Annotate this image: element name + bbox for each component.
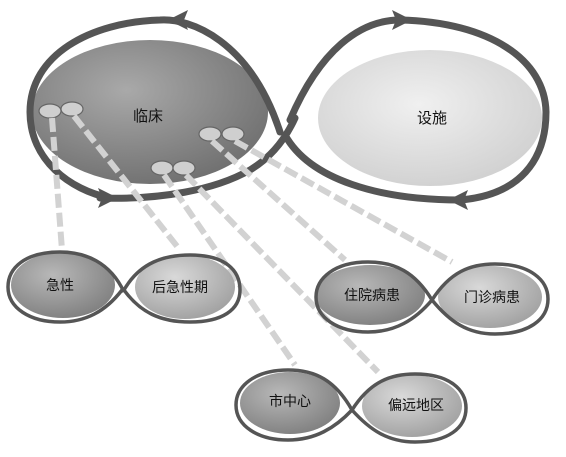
patient-loop-right (430, 262, 550, 336)
connector-outpatient (233, 138, 454, 265)
acute-loop: 急性 后急性期 (6, 250, 242, 324)
main-loop-top-left-arc (26, 16, 284, 202)
node-acute-b (60, 101, 84, 117)
postacute-label: 后急性期 (152, 280, 208, 296)
acute-label: 急性 (46, 278, 74, 294)
facility-ellipse (318, 50, 542, 186)
acute-loop-left (6, 250, 126, 324)
connector-acute (49, 117, 65, 251)
main-loop: 临床 设施 (26, 10, 550, 210)
patient-loop-left (314, 260, 434, 334)
connectors (49, 114, 454, 375)
arrow-head-top-left (168, 10, 188, 30)
arrow-head-top-right (392, 10, 412, 30)
node-patient-b (221, 126, 245, 142)
location-loop-left (234, 368, 354, 442)
main-loop-bottom-right-arc (281, 131, 464, 204)
inpatient-label: 住院病患 (344, 288, 400, 304)
patient-loop: 住院病患 门诊病患 (314, 260, 550, 336)
connector-nodes (38, 101, 245, 176)
acute-loop-right (122, 253, 242, 324)
clinical-label: 临床 (133, 107, 163, 125)
main-loop-bottom-left-arc (96, 114, 299, 202)
outpatient-ellipse (438, 266, 542, 328)
outpatient-label: 门诊病患 (464, 290, 520, 306)
facility-label: 设施 (417, 109, 447, 127)
acute-ellipse (11, 252, 115, 318)
connector-inpatient (209, 138, 348, 263)
node-location-a (150, 160, 174, 176)
downtown-label: 市中心 (269, 393, 311, 410)
remote-ellipse (362, 375, 462, 437)
connector-remote (183, 172, 381, 375)
main-loop-top-right-arc (286, 16, 550, 204)
arrow-head-bottom-right (448, 190, 468, 210)
arrow-head-bottom-left (98, 188, 118, 208)
location-loop: 市中心 偏远地区 (234, 368, 468, 444)
connector-postacute (71, 114, 183, 252)
node-acute-a (38, 103, 62, 119)
clinical-ellipse (32, 40, 268, 184)
postacute-ellipse (135, 255, 235, 319)
remote-label: 偏远地区 (388, 398, 444, 414)
location-loop-right (350, 372, 468, 444)
node-location-b (172, 160, 196, 176)
downtown-ellipse (240, 372, 340, 434)
node-patient-a (198, 126, 222, 142)
inpatient-ellipse (315, 265, 425, 325)
connector-downtown (161, 173, 298, 367)
